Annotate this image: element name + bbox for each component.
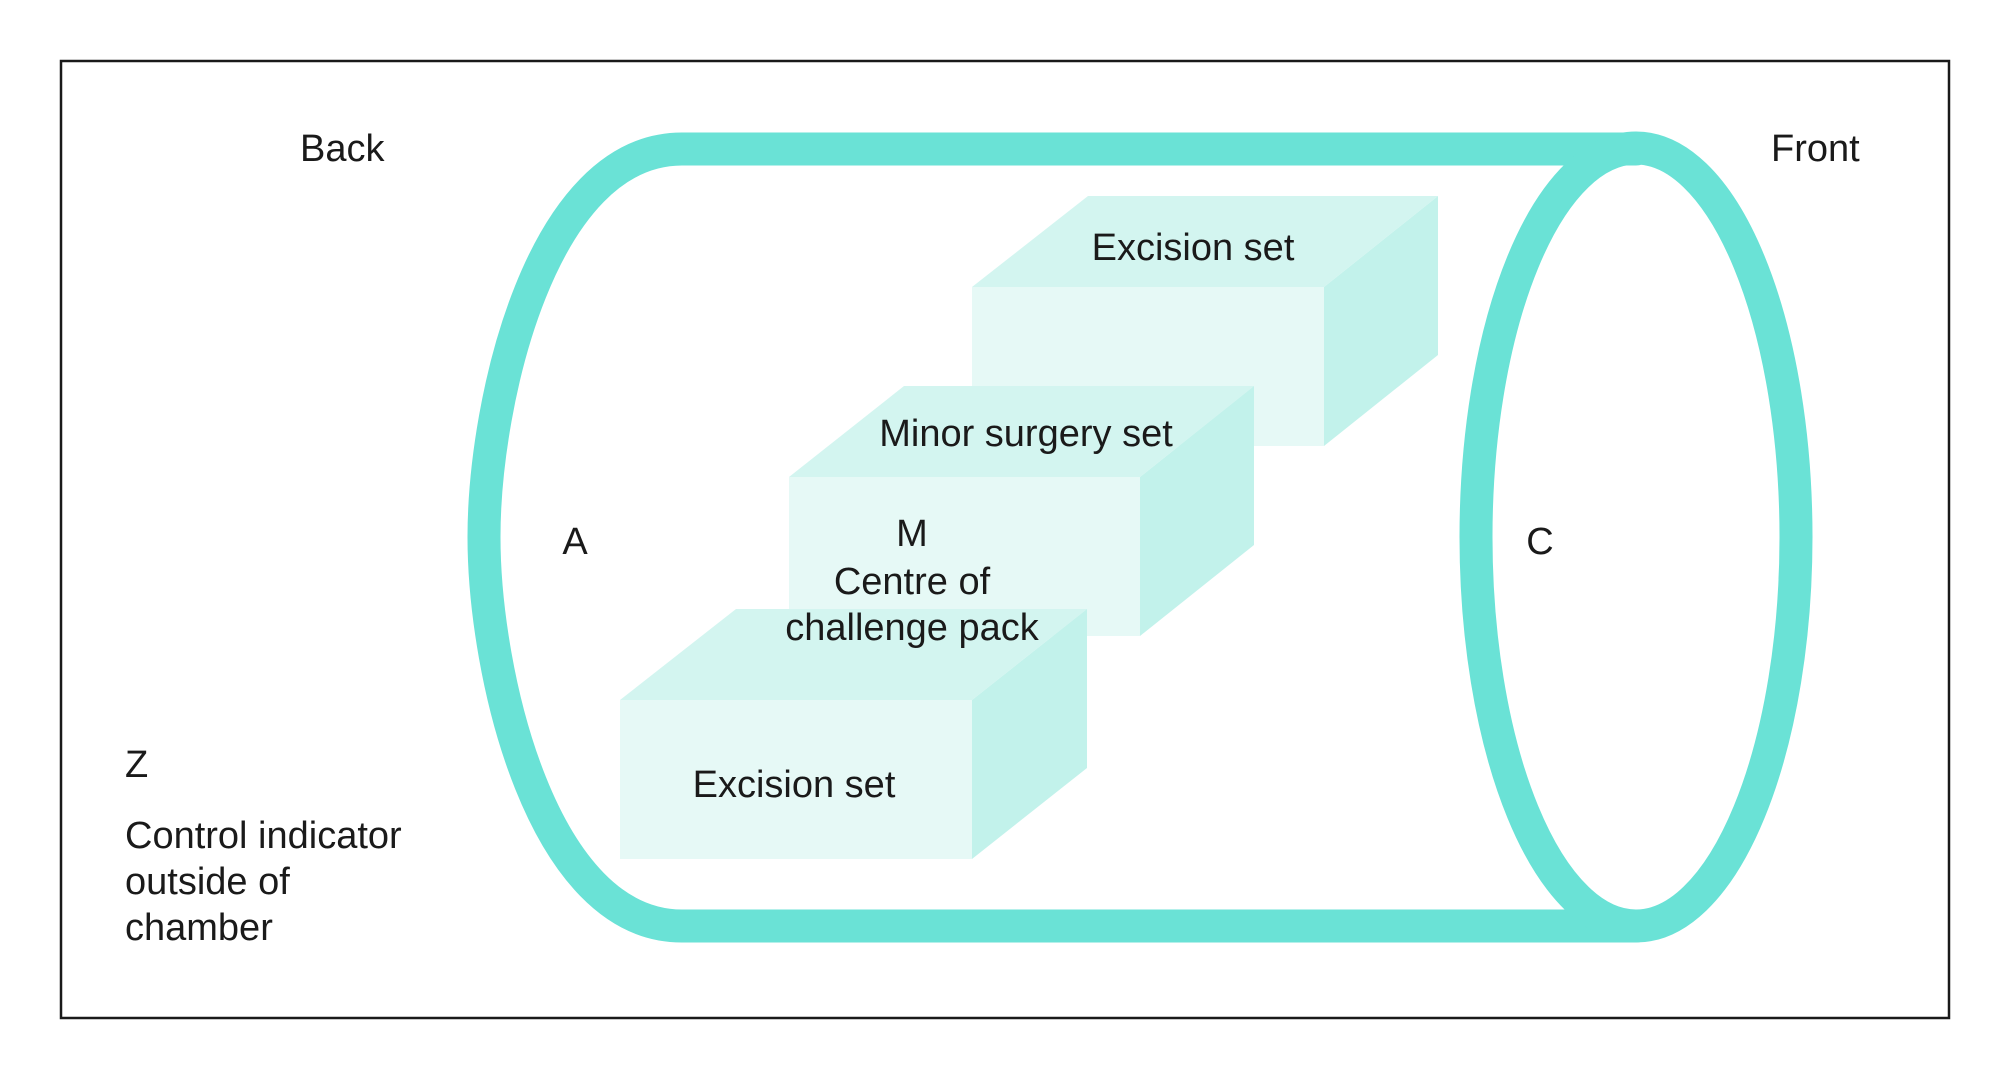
centre-description-line2: challenge pack xyxy=(785,607,1040,649)
front-label: Front xyxy=(1771,128,1860,170)
control-indicator-line3: chamber xyxy=(125,907,273,949)
chamber-front-opening xyxy=(1459,131,1813,943)
centre-marker-label: M xyxy=(896,513,928,555)
pack-box-top xyxy=(972,196,1438,446)
chamber-cylinder xyxy=(467,131,1813,943)
pack-box-bottom-lid xyxy=(620,609,1087,700)
chamber-back-outline xyxy=(467,132,1653,943)
bottom-pack-label: Excision set xyxy=(693,764,896,806)
pack-box-bottom-front xyxy=(620,700,972,859)
point-c-label: C xyxy=(1526,521,1553,563)
pack-box-bottom-side xyxy=(972,609,1087,859)
top-pack-label: Excision set xyxy=(1092,227,1295,269)
point-z-label: Z xyxy=(125,744,148,786)
pack-box-bottom xyxy=(620,609,1087,859)
control-indicator-line1: Control indicator xyxy=(125,815,402,857)
pack-box-top-lid xyxy=(972,196,1438,287)
pack-box-top-side xyxy=(1324,196,1438,446)
centre-description-line1: Centre of xyxy=(834,561,991,603)
pack-box-middle-lid xyxy=(789,386,1254,477)
control-indicator-line2: outside of xyxy=(125,861,290,903)
middle-pack-label: Minor surgery set xyxy=(879,413,1173,455)
point-a-label: A xyxy=(562,521,588,563)
back-label: Back xyxy=(300,128,385,170)
pack-box-middle-side xyxy=(1140,386,1254,636)
diagram-frame xyxy=(59,59,1951,1020)
